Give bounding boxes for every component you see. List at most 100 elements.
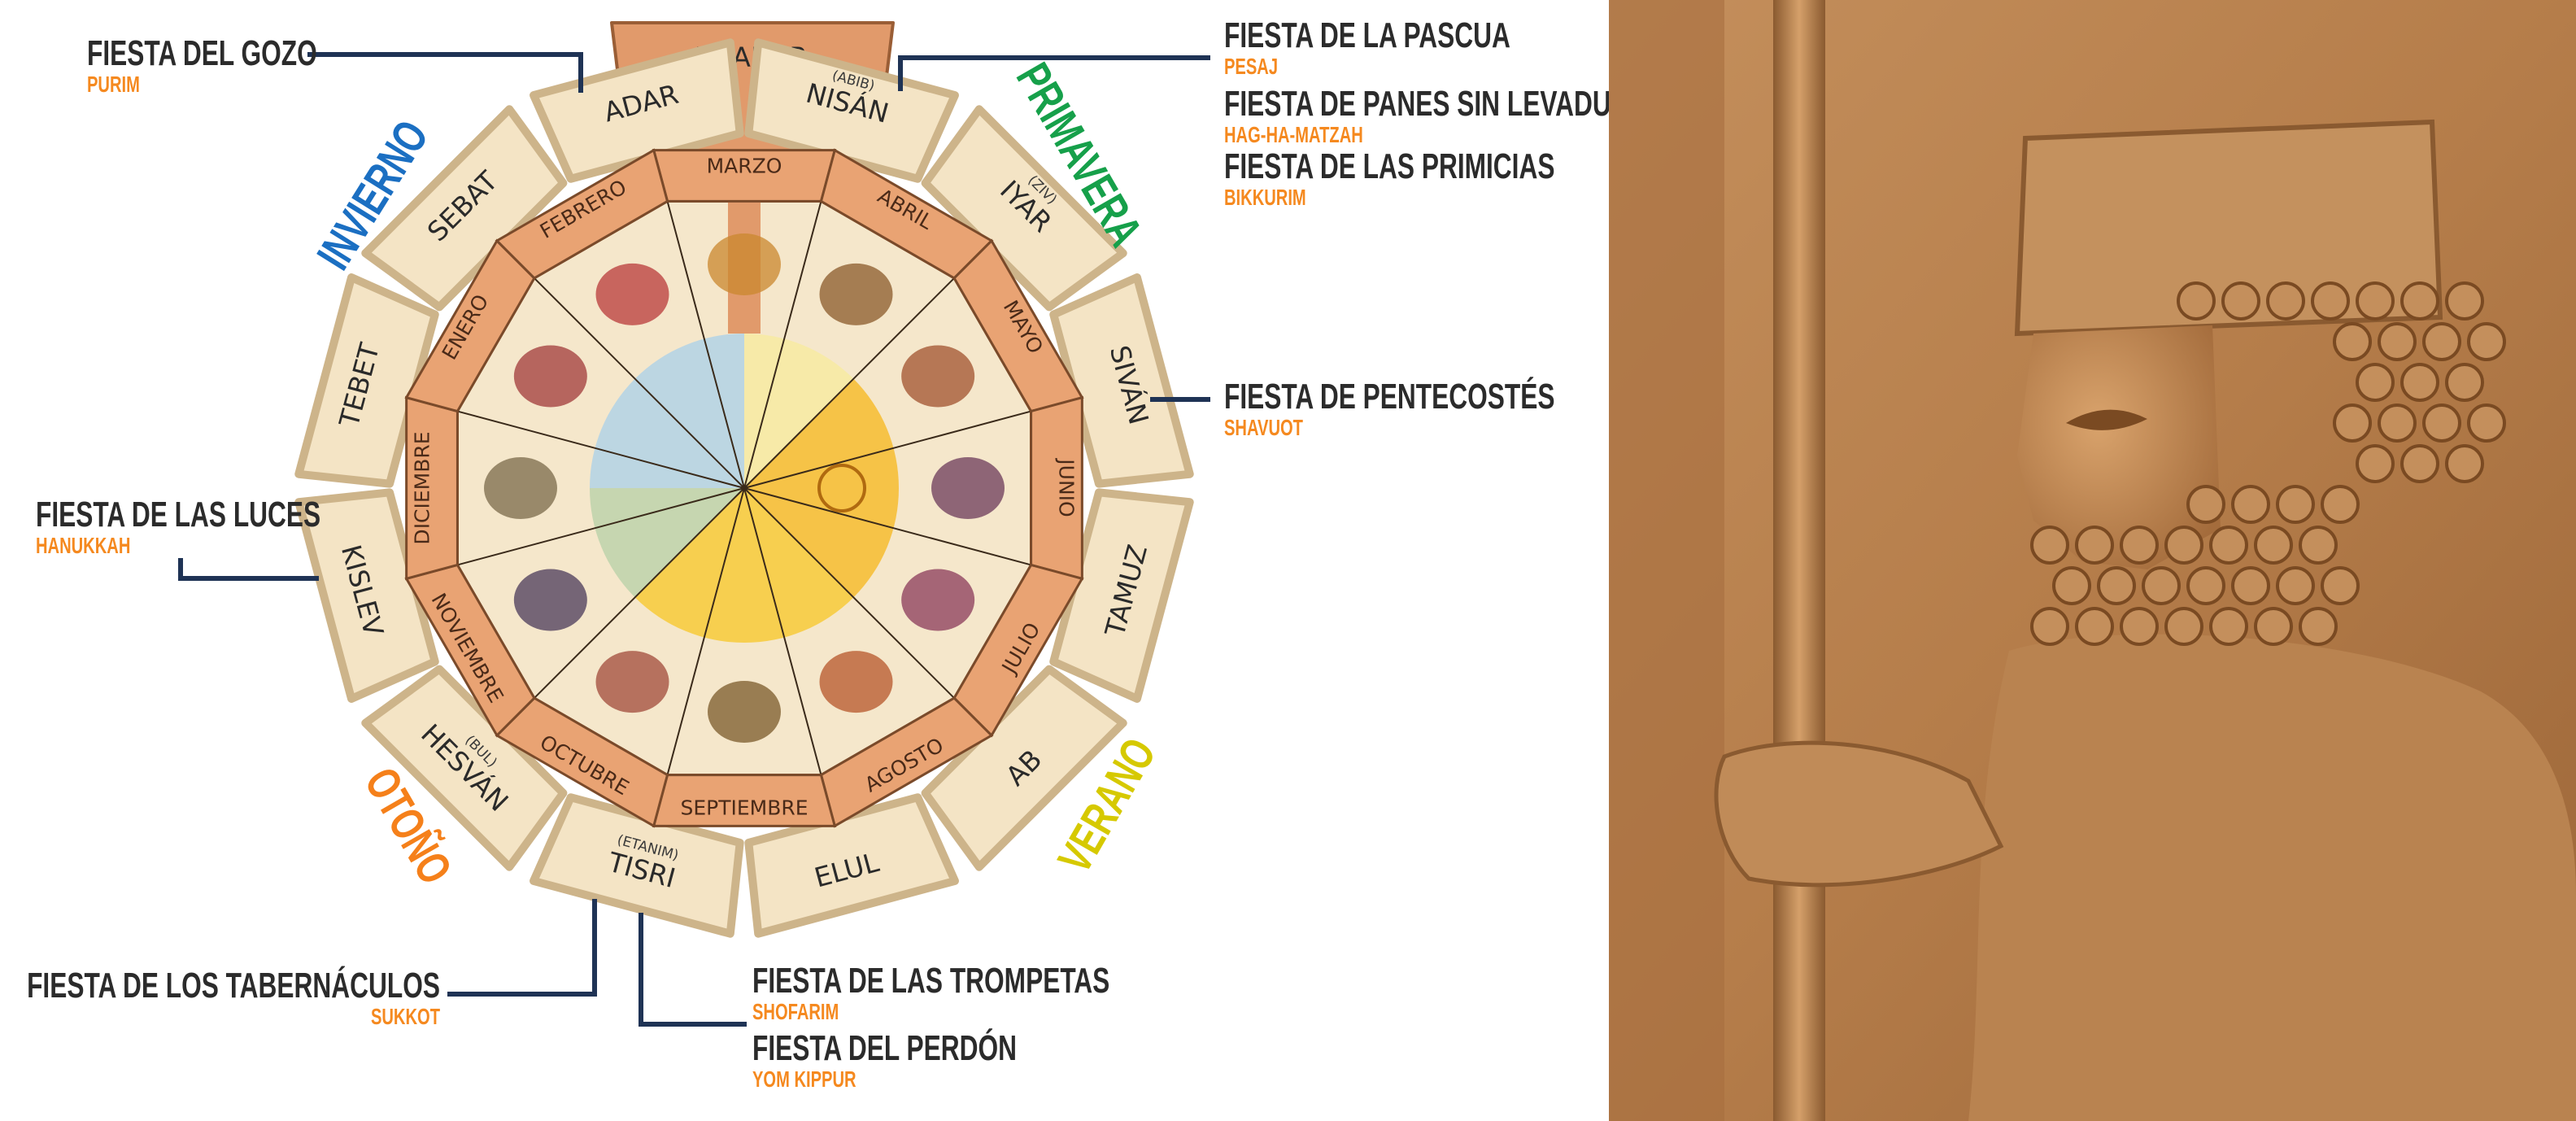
- hebrew-month-tile: [361, 105, 568, 312]
- beard-curl: [2400, 363, 2439, 402]
- connector-trompetas: [639, 913, 747, 1027]
- hebrew-month-tile: [530, 38, 744, 183]
- feast-luces: FIESTA DE LAS LUCES HANUKKAH: [36, 495, 320, 559]
- warrior-body: [1968, 634, 2576, 1121]
- sector-spoke: [666, 487, 745, 775]
- feast-hebrew-name: HAG-HA-MATZAH: [1224, 123, 1363, 148]
- beard-curl: [2333, 403, 2372, 443]
- sector-spoke: [743, 277, 955, 489]
- gregorian-month-name: SEPTIEMBRE: [680, 796, 808, 820]
- beard-curl: [2231, 485, 2270, 524]
- beard-curl: [2445, 363, 2484, 402]
- feast-perdon: FIESTA DEL PERDÓN YOM KIPPUR: [752, 1027, 1017, 1093]
- beard-curl: [2356, 363, 2395, 402]
- connector-gozo: [307, 52, 583, 93]
- beard-curl: [2075, 526, 2114, 565]
- beard-curl: [2356, 444, 2395, 483]
- sector-spoke: [457, 410, 745, 489]
- hebrew-calendar-wheel: VEADARNISÁN(ABIB)IYAR(ZIV)SIVÁNTAMUZABEL…: [294, 21, 1194, 938]
- feast-labels: FIESTA DEL GOZO PURIM FIESTA DE LA PASCU…: [27, 15, 1648, 1093]
- beard-curl: [2445, 444, 2484, 483]
- produce-illustration: [513, 345, 587, 408]
- season-sector-summer: [744, 378, 900, 598]
- beard-curls: [2030, 281, 2506, 646]
- beard-curl: [2164, 526, 2203, 565]
- hebrew-month-tile: [921, 665, 1127, 871]
- beard-curl: [2378, 403, 2417, 443]
- beard-curl: [2467, 322, 2506, 361]
- produce-illustration: [595, 263, 669, 325]
- feast-hebrew-name: BIKKURIM: [1224, 185, 1306, 211]
- beard-curl: [2231, 566, 2270, 605]
- beard-curl: [2254, 526, 2293, 565]
- beard-curl: [2356, 281, 2395, 321]
- sun-icon: [817, 464, 866, 513]
- beard-curl: [2422, 322, 2461, 361]
- connector-luces: [178, 558, 319, 581]
- beard-curl: [2254, 607, 2293, 646]
- feast-tabernaculos: FIESTA DE LOS TABERNÁCULOS SUKKOT: [27, 965, 440, 1030]
- season-sector-autumn-late: [590, 488, 744, 598]
- beard-curl: [2445, 281, 2484, 321]
- connector-lines: [178, 52, 1210, 1027]
- persian-relief-photo: [1609, 0, 2576, 1121]
- feast-hebrew-name: PESAJ: [1224, 55, 1278, 80]
- beard-curl: [2097, 566, 2136, 605]
- feast-hebrew-name: HANUKKAH: [36, 534, 130, 559]
- season-sector-spring: [744, 334, 854, 488]
- produce-illustration: [931, 457, 1005, 519]
- sector-spoke: [457, 487, 745, 566]
- produce-illustration: [708, 681, 781, 743]
- beard-curl: [2333, 322, 2372, 361]
- beard-curl: [2030, 526, 2069, 565]
- gregorian-month-name: JUNIO: [1055, 457, 1079, 517]
- beard-curl: [2467, 403, 2506, 443]
- produce-illustration: [513, 569, 587, 631]
- feast-title: FIESTA DEL PERDÓN: [752, 1027, 1017, 1068]
- beard-curl: [2120, 607, 2159, 646]
- feast-pascua: FIESTA DE LA PASCUA PESAJ: [1224, 15, 1510, 80]
- sector-spoke: [743, 487, 822, 775]
- produce-illustration: [901, 345, 975, 408]
- hebrew-month-tile: [294, 273, 439, 488]
- feast-hebrew-name: SUKKOT: [371, 1005, 440, 1030]
- beard-curl: [2311, 281, 2350, 321]
- warrior-face: [2017, 325, 2221, 569]
- hebrew-month-tile: [361, 665, 568, 871]
- connector-tabernaculos: [447, 899, 597, 997]
- sector-spoke: [534, 277, 745, 489]
- beard-curl: [2400, 444, 2439, 483]
- feast-title: FIESTA DE PENTECOSTÉS: [1224, 376, 1555, 417]
- sector-spoke: [743, 487, 1031, 566]
- beard-curl: [2422, 403, 2461, 443]
- beard-curl: [2378, 322, 2417, 361]
- beard-curl: [2052, 566, 2091, 605]
- beard-curl: [2120, 526, 2159, 565]
- produce-illustration: [819, 651, 893, 713]
- feast-hebrew-name: YOM KIPPUR: [752, 1067, 856, 1093]
- beard-curl: [2030, 607, 2069, 646]
- sector-spoke: [743, 487, 955, 699]
- produce-illustration: [484, 457, 557, 519]
- feast-primicias: FIESTA DE LAS PRIMICIAS BIKKURIM: [1224, 146, 1554, 211]
- beard-curl: [2186, 566, 2225, 605]
- beard-curl: [2177, 281, 2216, 321]
- produce-illustration: [819, 263, 893, 325]
- hebrew-month-tile: [744, 793, 959, 938]
- produce-illustration: [901, 569, 975, 631]
- hebrew-month-tile: [530, 793, 744, 938]
- feast-title: FIESTA DEL GOZO: [87, 33, 317, 73]
- feast-pentecostes: FIESTA DE PENTECOSTÉS SHAVUOT: [1224, 376, 1555, 441]
- feast-title: FIESTA DE LAS LUCES: [36, 495, 320, 534]
- beard-curl: [2209, 607, 2248, 646]
- beard-curl: [2221, 281, 2260, 321]
- feast-hebrew-name: SHAVUOT: [1224, 416, 1303, 441]
- beard-curl: [2075, 607, 2114, 646]
- beard-curl: [2164, 607, 2203, 646]
- feast-title: FIESTA DE PANES SIN LEVADURA: [1224, 84, 1648, 124]
- beard-curl: [2299, 526, 2338, 565]
- feast-gozo: FIESTA DEL GOZO PURIM: [87, 33, 317, 98]
- feast-title: FIESTA DE LOS TABERNÁCULOS: [27, 965, 440, 1005]
- produce-illustration: [708, 233, 781, 295]
